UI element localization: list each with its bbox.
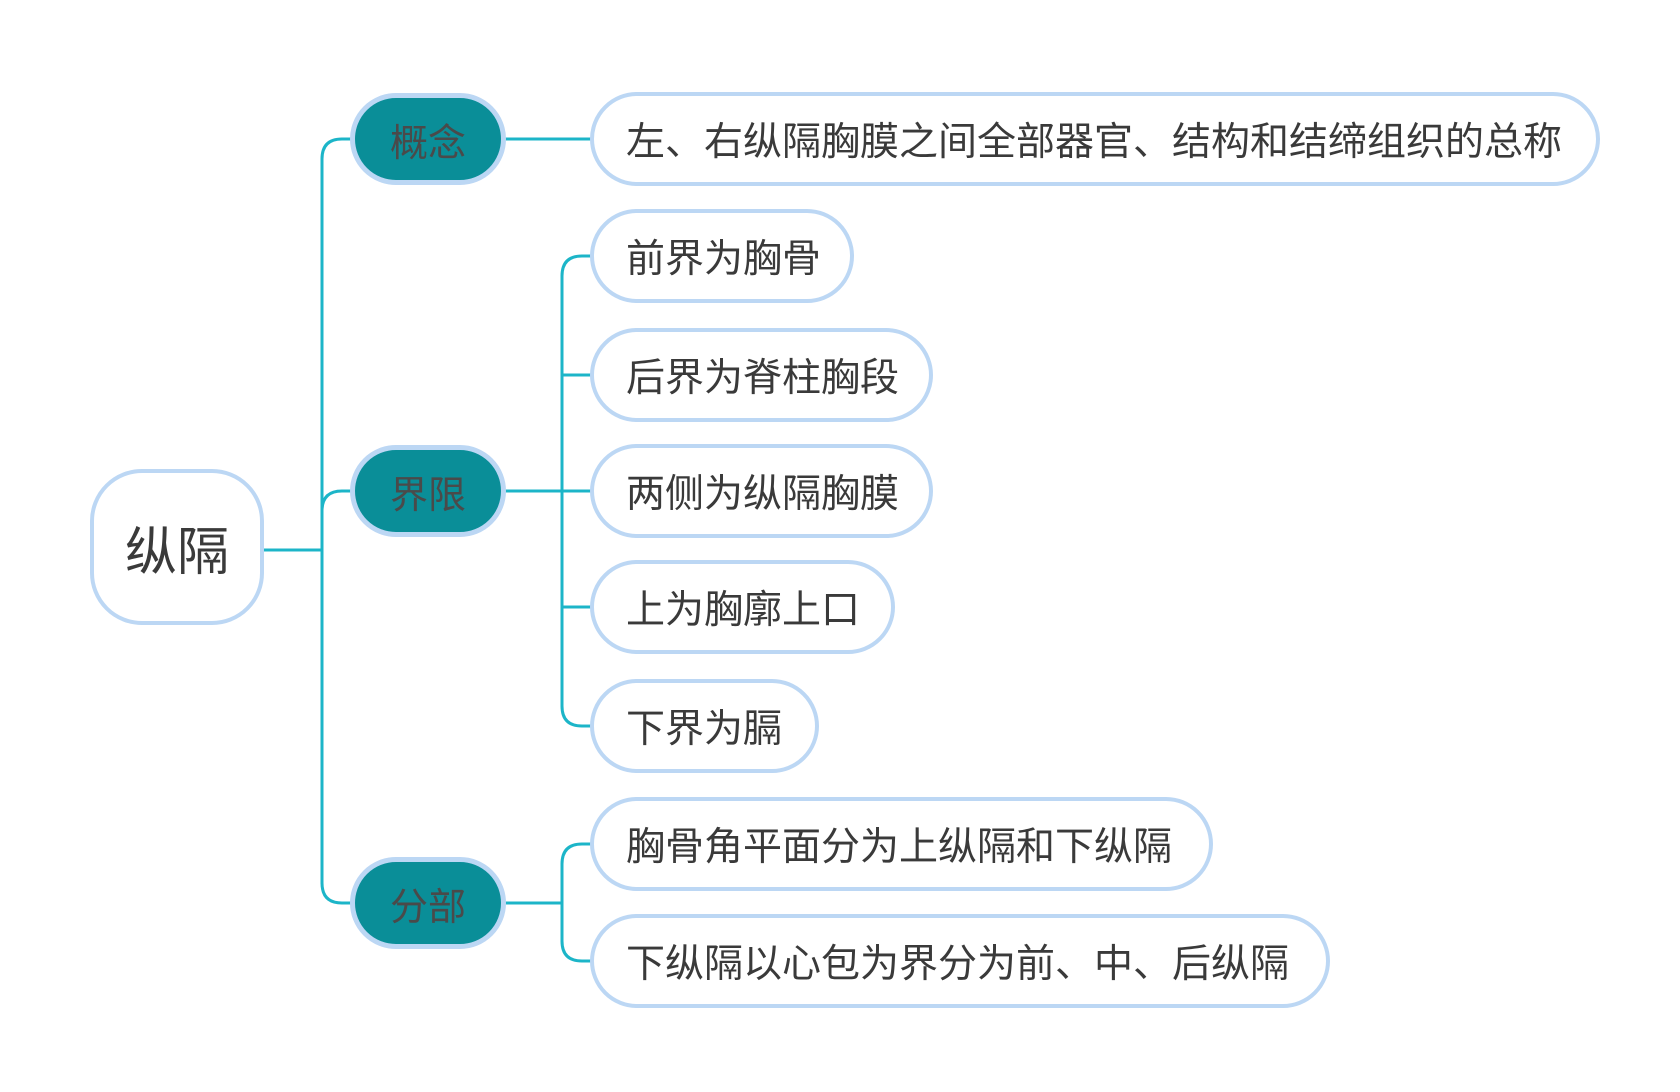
leaf-node-lateral-boundary[interactable]: 两侧为纵隔胸膜 — [590, 444, 933, 538]
leaf-node-superior-boundary[interactable]: 上为胸廓上口 — [590, 560, 895, 654]
connector-branch-2-leaf-5 — [560, 704, 592, 728]
root-node[interactable]: 纵隔 — [90, 469, 264, 625]
connector-root-branch-3 — [320, 881, 352, 905]
branch-node-concept[interactable]: 概念 — [350, 93, 506, 185]
connector-branch-3-leaf-1 — [560, 842, 592, 866]
connector-branch-2-leaf-1 — [560, 254, 592, 278]
leaf-node-superior-inferior-division[interactable]: 胸骨角平面分为上纵隔和下纵隔 — [590, 797, 1213, 891]
leaf-node-inferior-subdivision[interactable]: 下纵隔以心包为界分为前、中、后纵隔 — [590, 914, 1330, 1008]
leaf-node-anterior-boundary[interactable]: 前界为胸骨 — [590, 209, 854, 303]
connector-root-branch-1 — [320, 137, 352, 161]
branch-node-boundary[interactable]: 界限 — [350, 445, 506, 537]
leaf-node-concept-definition[interactable]: 左、右纵隔胸膜之间全部器官、结构和结缔组织的总称 — [590, 92, 1600, 186]
connector-root-branch-2 — [320, 489, 352, 513]
connector-branch-3-leaf-2 — [560, 939, 592, 963]
branch-node-division[interactable]: 分部 — [350, 857, 506, 949]
leaf-node-posterior-boundary[interactable]: 后界为脊柱胸段 — [590, 328, 933, 422]
leaf-node-inferior-boundary[interactable]: 下界为膈 — [590, 679, 819, 773]
